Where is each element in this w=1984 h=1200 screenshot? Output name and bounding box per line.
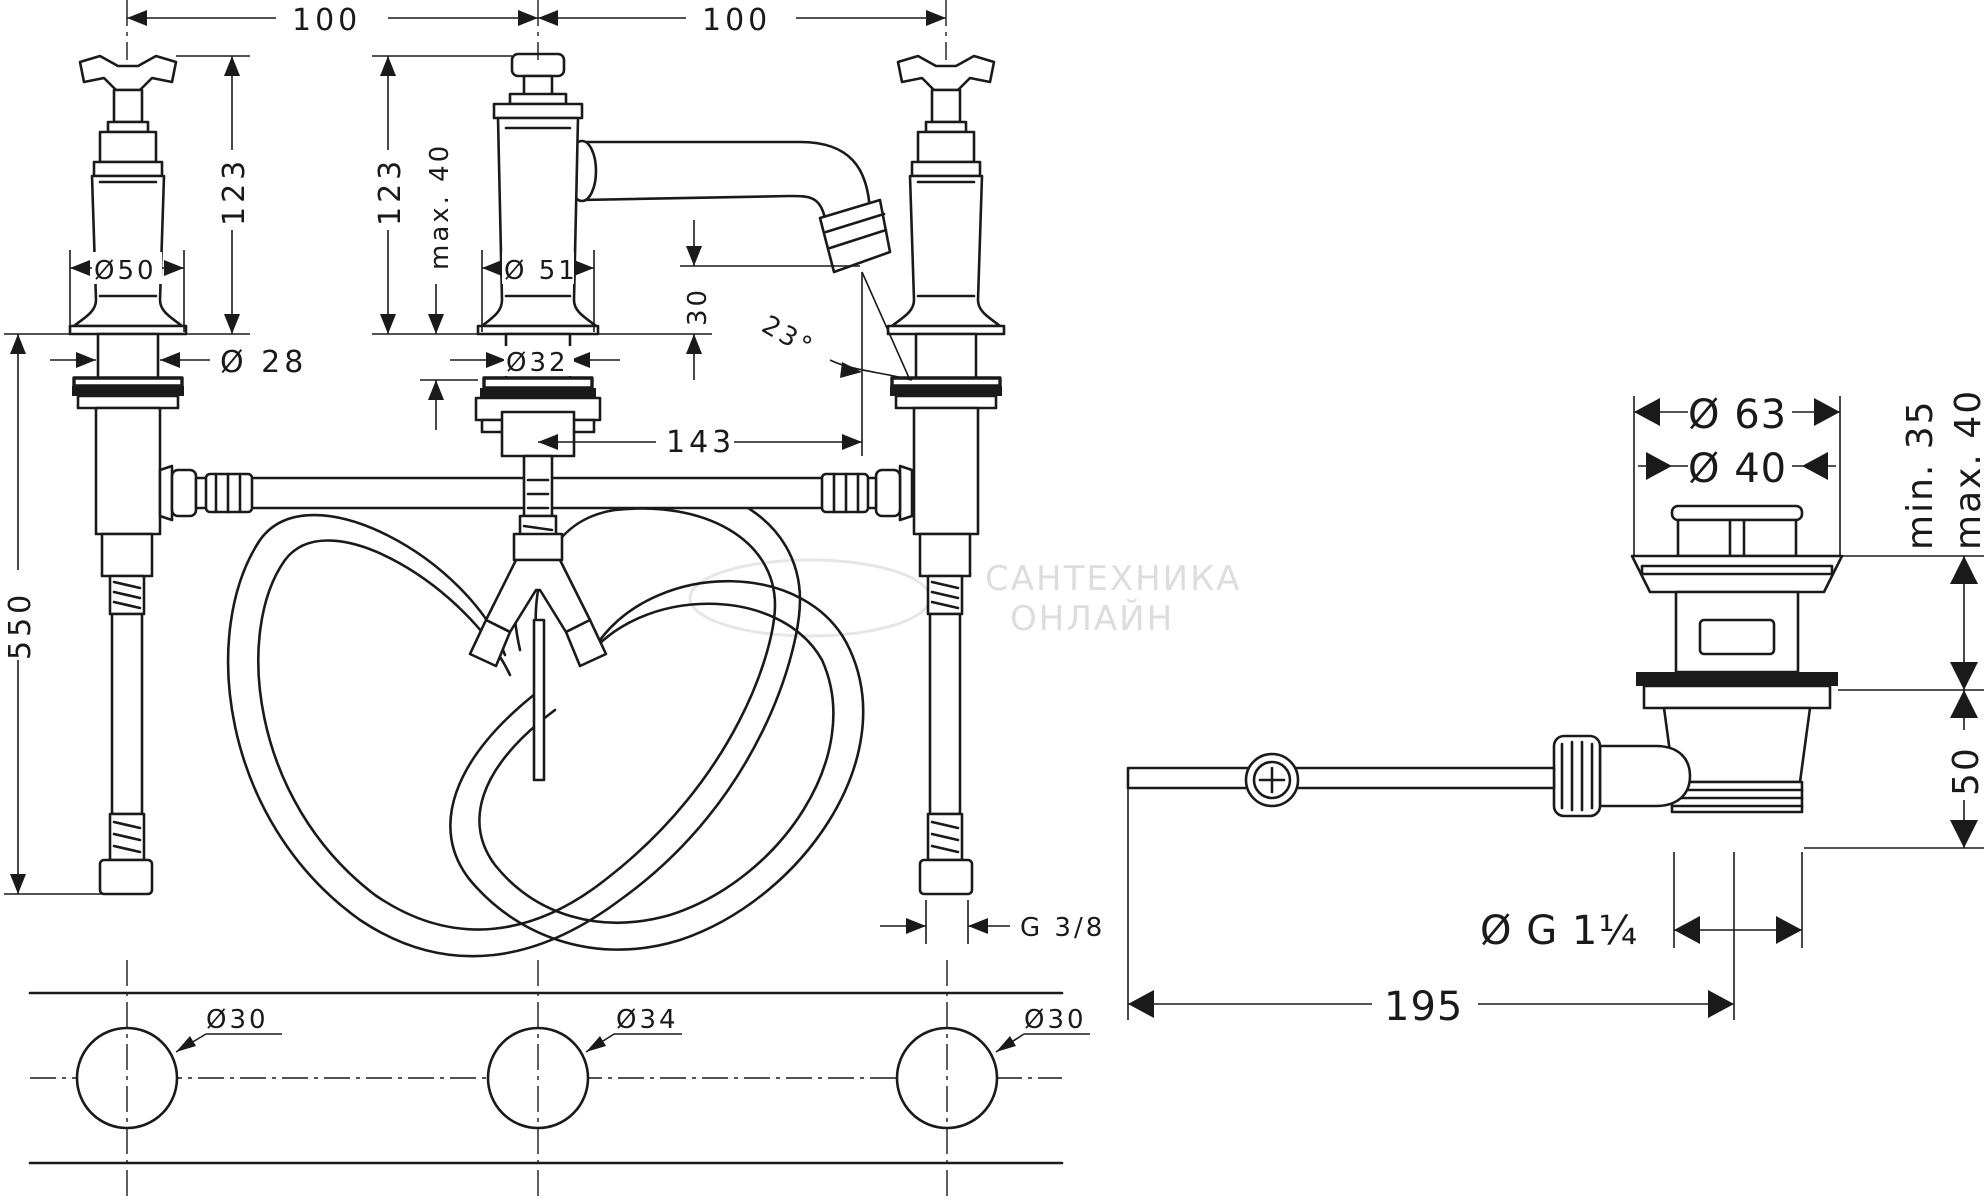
hole-layout: Ø30 Ø34 Ø30 bbox=[28, 991, 1090, 1165]
dim-max-40: max. 40 bbox=[425, 143, 455, 270]
watermark-line1: САНТЕХНИКА bbox=[985, 559, 1242, 599]
hole-right-label: Ø30 bbox=[1024, 1005, 1087, 1035]
faucet-dimensions: 100 100 123 Ø50 Ø 28 550 bbox=[3, 2, 1105, 944]
dim-dia-32: Ø32 bbox=[506, 348, 569, 378]
dim-143: 143 bbox=[666, 425, 735, 460]
dim-top-right: 100 bbox=[702, 3, 771, 38]
hole-left-label: Ø30 bbox=[206, 1005, 269, 1035]
dim-dia-50: Ø50 bbox=[94, 256, 157, 286]
watermark-line2: ОНЛАЙН bbox=[1010, 598, 1174, 639]
dim-spout-123: 123 bbox=[373, 157, 408, 226]
dim-dia-28: Ø 28 bbox=[220, 345, 307, 380]
right-valve bbox=[874, 54, 1006, 896]
hole-center-label: Ø34 bbox=[616, 1005, 679, 1035]
drain-dimensions: Ø 63 Ø 40 min. 35 max. 40 50 Ø G 1¼ bbox=[1127, 389, 1984, 1030]
dim-550: 550 bbox=[3, 591, 38, 660]
dim-dia-51: Ø 51 bbox=[504, 256, 578, 286]
dim-max-40-drain: max. 40 bbox=[1948, 389, 1984, 550]
dim-drain-50: 50 bbox=[1946, 746, 1984, 796]
dim-min-35: min. 35 bbox=[1900, 399, 1941, 550]
dim-top-left: 100 bbox=[292, 3, 361, 38]
center-lines bbox=[126, 0, 948, 1200]
dim-left-123: 123 bbox=[217, 157, 252, 226]
dim-23-degrees: 23° bbox=[757, 310, 820, 364]
dim-drain-63: Ø 63 bbox=[1688, 392, 1787, 438]
dim-drain-195: 195 bbox=[1384, 984, 1463, 1030]
drain-assembly bbox=[1126, 504, 1844, 818]
left-valve bbox=[68, 54, 198, 896]
dim-drain-thread: Ø G 1¼ bbox=[1480, 908, 1638, 954]
dim-30: 30 bbox=[683, 287, 713, 326]
watermark: САНТЕХНИКА ОНЛАЙН bbox=[688, 558, 1242, 639]
dim-g-3-8: G 3/8 bbox=[1020, 913, 1105, 943]
dim-drain-40: Ø 40 bbox=[1688, 446, 1787, 492]
